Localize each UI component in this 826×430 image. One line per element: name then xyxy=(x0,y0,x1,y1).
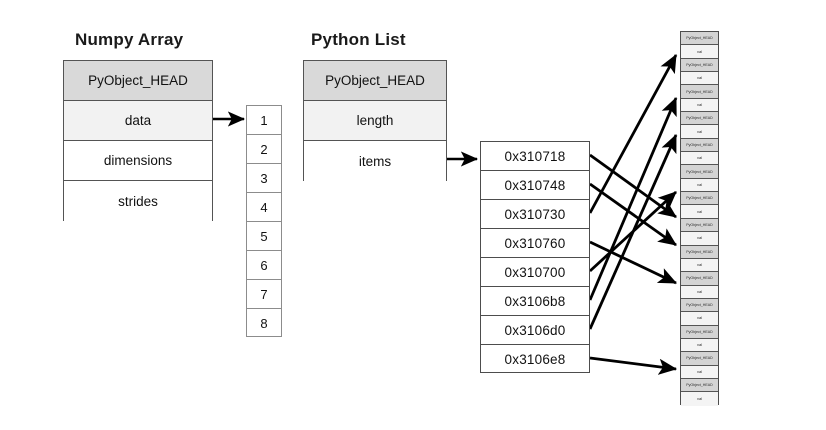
buffer-cell: 5 xyxy=(247,222,281,251)
heap-object-value: val xyxy=(681,98,718,113)
list-field-items: items xyxy=(304,141,446,181)
pointer-arrow-1 xyxy=(589,182,677,247)
pointer-address-array: 0x310718 0x310748 0x310730 0x310760 0x31… xyxy=(480,141,590,373)
buffer-cell: 8 xyxy=(260,316,268,331)
heap-object-head: PyObject_HEAD xyxy=(681,298,718,313)
buffer-cell: 3 xyxy=(247,164,281,193)
numpy-field-dimensions: dimensions xyxy=(64,141,212,181)
heap-object-value: val xyxy=(681,205,718,219)
numpy-field-pyobject-head: PyObject_HEAD xyxy=(64,61,212,101)
numpy-field-strides: strides xyxy=(64,181,212,221)
heap-object-value: val xyxy=(681,152,718,166)
buffer-cell: 2 xyxy=(247,135,281,164)
buffer-cell: 4 xyxy=(247,193,281,222)
address-row: 0x310700 xyxy=(481,258,589,287)
heap-object-head: PyObject_HEAD xyxy=(681,138,718,153)
heap-object-value: val xyxy=(681,338,718,353)
heap-object-head: PyObject_HEAD xyxy=(681,272,718,286)
heap-object-head: PyObject_HEAD xyxy=(681,112,718,126)
heap-object-value: val xyxy=(681,258,718,273)
heap-object-head: PyObject_HEAD xyxy=(681,325,718,339)
python-list-title: Python List xyxy=(311,30,406,49)
address-row: 0x3106e8 xyxy=(504,352,566,367)
heap-object-value: val xyxy=(681,72,718,86)
heap-object-value: val xyxy=(681,125,718,139)
heap-object-value: val xyxy=(681,285,718,299)
numpy-array-title: Numpy Array xyxy=(75,30,184,49)
buffer-cell: 1 xyxy=(247,106,281,135)
heap-object-head: PyObject_HEAD xyxy=(681,378,718,393)
heap-object-head: PyObject_HEAD xyxy=(681,192,718,206)
heap-object-value: val xyxy=(681,365,718,379)
heap-object-value: val xyxy=(681,232,718,246)
pointer-arrow-2 xyxy=(588,54,678,214)
numpy-field-data: data xyxy=(64,101,212,141)
heap-object-head: PyObject_HEAD xyxy=(681,32,718,46)
address-row: 0x310748 xyxy=(481,171,589,200)
address-row: 0x310718 xyxy=(481,142,589,171)
list-field-length: length xyxy=(304,101,446,141)
heap-object-value: val xyxy=(681,392,718,406)
address-row: 0x3106d0 xyxy=(481,316,589,345)
address-row: 0x3106b8 xyxy=(481,287,589,316)
heap-object-value: val xyxy=(681,178,718,193)
heap-object-head: PyObject_HEAD xyxy=(681,245,718,259)
heap-object-value: val xyxy=(681,45,718,59)
heap-object-head: PyObject_HEAD xyxy=(681,352,718,366)
address-row: 0x310730 xyxy=(481,200,589,229)
pointer-arrow-3 xyxy=(589,240,678,285)
heap-object-head: PyObject_HEAD xyxy=(681,165,718,179)
address-row: 0x310760 xyxy=(481,229,589,258)
numpy-array-struct: PyObject_HEAD data dimensions strides xyxy=(63,60,213,221)
heap-object-value: val xyxy=(681,312,718,326)
pointer-arrow-group xyxy=(588,54,678,375)
buffer-cell: 7 xyxy=(247,280,281,309)
heap-object-head: PyObject_HEAD xyxy=(681,58,718,73)
buffer-cell: 6 xyxy=(247,251,281,280)
pointer-arrow-5 xyxy=(588,96,678,301)
pointer-arrow-6 xyxy=(588,133,678,330)
python-list-struct: PyObject_HEAD length items xyxy=(303,60,447,181)
list-field-pyobject-head: PyObject_HEAD xyxy=(304,61,446,101)
heap-object-head: PyObject_HEAD xyxy=(681,218,718,233)
pointer-arrow-7 xyxy=(589,356,678,375)
heap-object-head: PyObject_HEAD xyxy=(681,85,718,99)
numpy-data-buffer: 1 2 3 4 5 6 7 8 xyxy=(246,105,282,337)
